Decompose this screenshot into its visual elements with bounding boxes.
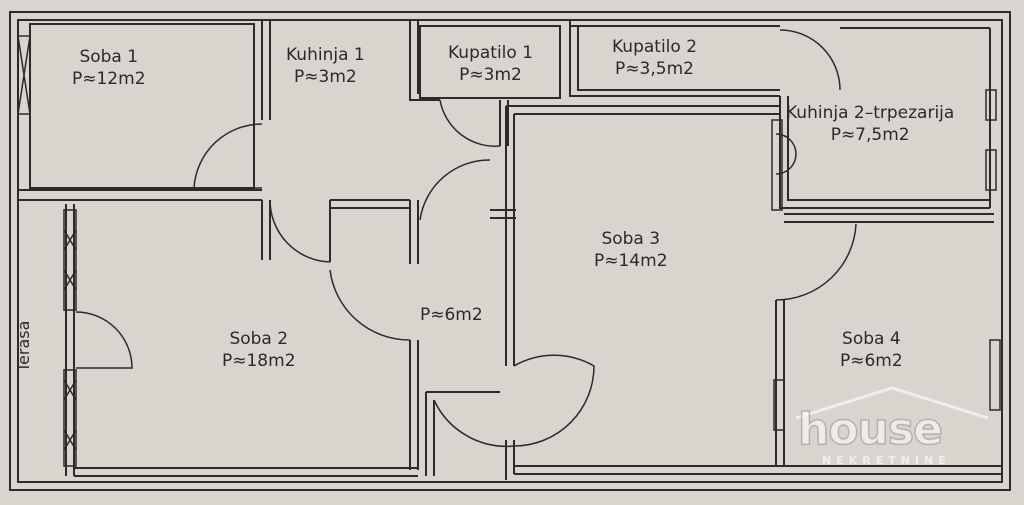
window-kuhinja2-left [771,119,783,211]
window-soba4 [989,339,1001,411]
windows [17,35,1001,467]
door-kuhinja2 [775,133,797,175]
room-kuhinja2: Kuhinja 2–trpezarija P≈7,5m2 [786,102,954,146]
wall-soba3-soba4 [775,300,785,466]
bottom-wall-right [514,465,1002,475]
room-area: P≈3m2 [294,67,357,87]
room-kupatilo2: Kupatilo 2 P≈3,5m2 [612,36,697,80]
door-soba2 [329,269,411,341]
room-soba3: Soba 3 P≈14m2 [594,228,668,272]
door-kupatilo1 [439,99,501,147]
kupatilo1-lower-wall [499,100,509,146]
watermark-word: house [797,403,943,456]
room-soba2: Soba 2 P≈18m2 [222,328,296,372]
room-area: P≈18m2 [222,351,296,371]
hall-stub [490,209,516,219]
kupatilo2-top [570,25,990,29]
room-name: Soba 1 [79,47,139,67]
room-name: Kuhinja 2–trpezarija [786,103,955,123]
room-kupatilo1: Kupatilo 1 P≈3m2 [448,42,533,86]
terasa-wall [65,204,75,476]
room-area: P≈14m2 [594,251,668,271]
window-terasa-lower-cross [63,379,77,451]
room-area: P≈12m2 [72,69,146,89]
wall-kuhinja2-soba4 [784,213,994,223]
window-terasa-upper [63,209,77,311]
outer-wall-inner [17,19,1003,483]
room-hall: P≈6m2 [420,304,483,326]
soba3-walls [505,105,780,366]
hall-bottom [425,391,500,476]
room-terasa: Terasa [14,320,33,372]
watermark-logo: house NEKRETNINE [792,384,992,474]
room-soba4: Soba 4 P≈6m2 [840,328,903,372]
room-name: Kuhinja 1 [286,45,365,65]
house-roof-icon [795,386,989,420]
room-area: P≈6m2 [840,351,903,371]
room-name: Soba 2 [229,329,289,349]
kuhinja1-walls [261,20,271,260]
kupatilo1-walls [419,25,561,99]
doors [75,29,857,448]
kupatilo2-walls [569,20,780,97]
room-kuhinja1: Kuhinja 1 P≈3m2 [286,44,365,88]
door-terasa [75,311,133,369]
wall-soba1-soba2 [18,189,262,201]
room-name: Kupatilo 2 [612,37,698,57]
room-name: Soba 4 [842,329,901,349]
room-area: P≈6m2 [420,305,483,325]
room-area: P≈3,5m2 [615,59,694,79]
door-hall-bottom [433,399,515,448]
room-area: P≈7,5m2 [830,125,910,145]
door-soba4 [775,223,857,301]
soba2-bottom-wall [74,467,418,477]
window-soba1 [17,35,31,115]
door-soba3 [513,354,595,447]
window-kuhinja2-b [985,149,997,191]
walls [9,11,1011,491]
soba2-right-wall [409,340,419,470]
watermark-sub: NEKRETNINE [822,454,951,467]
room-name: Soba 3 [601,229,661,249]
door-kupatilo2 [779,29,841,91]
outer-wall [9,11,1011,491]
room-name: Kupatilo 1 [448,43,534,63]
kuhinja2-walls [779,28,991,209]
window-kuhinja2-a [985,89,997,121]
window-soba1-cross [17,35,31,115]
closet-walls [329,199,419,264]
room-soba1: Soba 1 P≈12m2 [72,46,146,90]
door-soba1-kuhinja [193,123,263,189]
room-area: P≈3m2 [459,65,522,85]
window-soba3-right [773,379,785,431]
door-hall-top [419,159,491,221]
door-kuhinja-soba2 [269,199,331,263]
kuhinja1-right-wall [409,20,440,101]
window-terasa-lower [63,369,77,467]
window-terasa-upper-cross [63,229,77,291]
